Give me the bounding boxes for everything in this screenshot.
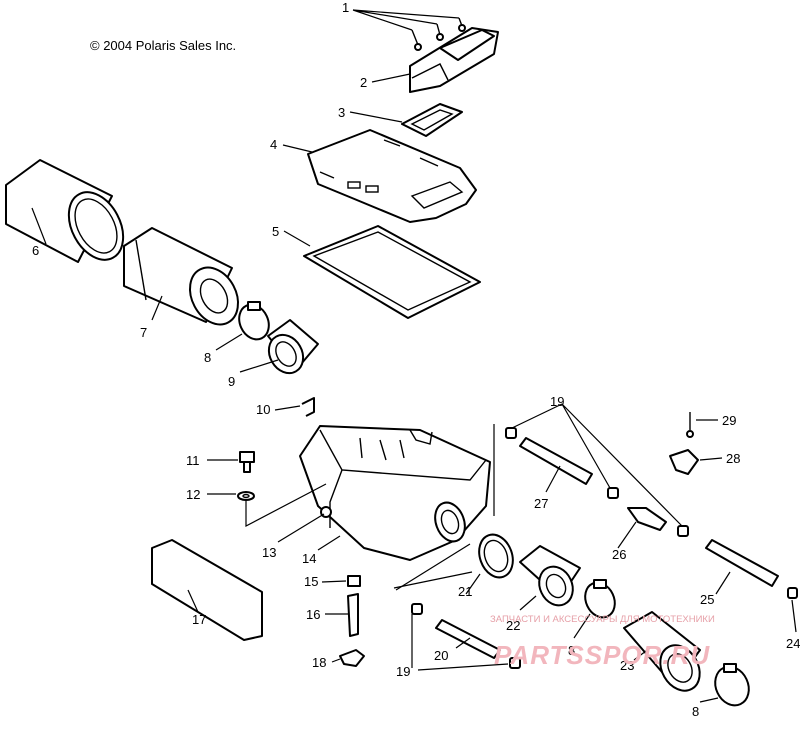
callout-12: 12 (186, 487, 200, 502)
part-14-airbox (299, 425, 491, 561)
callout-6: 6 (32, 243, 39, 258)
part-19-plugs (411, 427, 689, 669)
part-9-boot (267, 319, 319, 375)
watermark: ЗАПЧАСТИ И АКСЕССУАРЫ ДЛЯ МОТОТЕХНИКИ PA… (490, 614, 715, 670)
callout-26: 26 (612, 547, 626, 562)
callout-24: 24 (786, 636, 800, 651)
callout-9: 9 (228, 374, 235, 389)
part-28-clamp (669, 449, 699, 475)
callout-16: 16 (306, 607, 320, 622)
part-18-fitting (339, 649, 365, 667)
callout-2: 2 (360, 75, 367, 90)
watermark-tagline: ЗАПЧАСТИ И АКСЕССУАРЫ ДЛЯ МОТОТЕХНИКИ (490, 614, 715, 625)
part-29-screw (686, 412, 694, 438)
callouts: 1 2 3 4 5 6 7 8 9 10 11 12 13 14 15 16 1… (32, 0, 800, 719)
part-15-cap (347, 575, 361, 587)
callout-19-upper: 19 (550, 394, 564, 409)
callout-14: 14 (302, 551, 316, 566)
part-12-washer (237, 491, 255, 501)
watermark-logo: PARTSSPOR.RU (494, 640, 710, 670)
callout-11: 11 (186, 453, 200, 468)
part-8-clamp-lower (714, 663, 750, 707)
callout-21: 21 (458, 584, 472, 599)
callout-7: 7 (140, 325, 147, 340)
callout-3: 3 (338, 105, 345, 120)
callout-27: 27 (534, 496, 548, 511)
part-24-plug (787, 587, 798, 599)
part-3-gasket (401, 103, 463, 137)
callout-8-lower: 8 (692, 704, 699, 719)
part-8-clamp-middle (584, 579, 616, 619)
part-1-screws (411, 17, 466, 51)
callout-8-upper: 8 (204, 350, 211, 365)
callout-17: 17 (192, 612, 206, 627)
callout-13: 13 (262, 545, 276, 560)
part-7-filter (123, 227, 239, 326)
part-23-coupler (623, 611, 701, 692)
part-17-shield (151, 539, 263, 641)
part-6-prefilter (5, 159, 125, 263)
part-8-clamp-upper (238, 301, 270, 341)
callout-25: 25 (700, 592, 714, 607)
part-26-fitting (627, 507, 667, 531)
leader-lines (31, 9, 797, 703)
callout-4: 4 (270, 137, 277, 152)
part-4-airbox-cover (307, 129, 477, 223)
part-10-clip (301, 397, 315, 417)
callout-18: 18 (312, 655, 326, 670)
callout-15: 15 (304, 574, 318, 589)
part-22-adapter (519, 545, 581, 607)
part-21-oring (478, 533, 514, 579)
callout-29: 29 (722, 413, 736, 428)
callout-22: 22 (506, 618, 520, 633)
callout-8-middle: 8 (568, 643, 575, 658)
part-5-seal (303, 225, 481, 319)
callout-28: 28 (726, 451, 740, 466)
callout-19-lower: 19 (396, 664, 410, 679)
part-11-bolt (239, 451, 255, 473)
callout-1: 1 (342, 0, 349, 15)
callout-23: 23 (620, 658, 634, 673)
callout-5: 5 (272, 224, 279, 239)
part-25-hose (705, 539, 779, 587)
part-2-intake-duct (409, 27, 499, 93)
callout-20: 20 (434, 648, 448, 663)
callout-10: 10 (256, 402, 270, 417)
copyright-text: © 2004 Polaris Sales Inc. (90, 38, 236, 53)
part-27-hose (519, 437, 593, 485)
part-16-tube (347, 593, 359, 637)
